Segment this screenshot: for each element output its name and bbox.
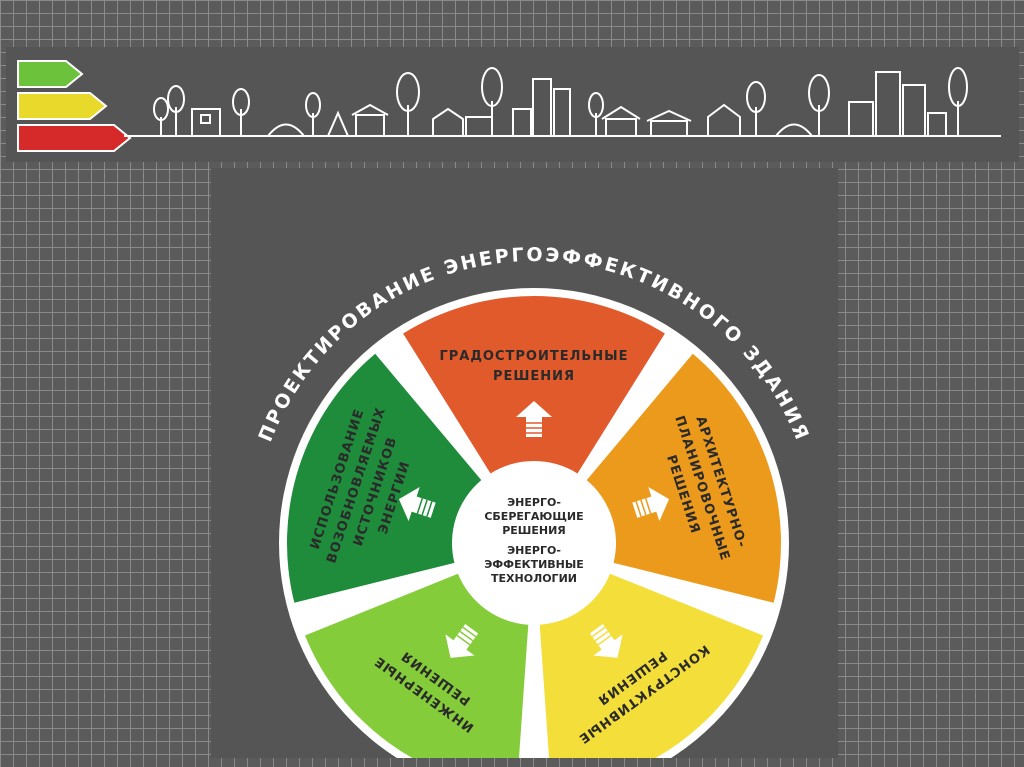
arrow-icon bbox=[632, 486, 670, 522]
arrow-icon bbox=[589, 624, 623, 658]
sector-arrows bbox=[398, 401, 670, 658]
energy-efficiency-diagram: ГРАДОСТРОИТЕЛЬНЫЕРЕШЕНИЯАРХИТЕКТУРНО-ПЛА… bbox=[255, 244, 811, 758]
house-icon bbox=[191, 103, 947, 137]
building-icon bbox=[512, 71, 926, 137]
banner-graphic bbox=[17, 60, 1001, 152]
sector-structural bbox=[539, 573, 764, 758]
tree-icon bbox=[153, 67, 968, 136]
arrow-icon bbox=[398, 486, 436, 522]
header-banner bbox=[6, 47, 1019, 162]
energy-bar-1 bbox=[17, 60, 84, 88]
energy-rating-bars bbox=[17, 60, 132, 152]
center-label-line: ЭНЕРГО- bbox=[507, 544, 561, 557]
center-labels: ЭНЕРГО-СБЕРЕГАЮЩИЕРЕШЕНИЯЭНЕРГО-ЭФФЕКТИВ… bbox=[484, 496, 584, 585]
center-label-line: ТЕХНОЛОГИИ bbox=[491, 572, 577, 585]
sector-urban bbox=[403, 296, 665, 474]
sector-renewable bbox=[287, 353, 482, 603]
center-label-line: РЕШЕНИЯ bbox=[502, 524, 566, 537]
center-label-line: СБЕРЕГАЮЩИЕ bbox=[484, 510, 583, 523]
center-hub bbox=[454, 463, 614, 623]
arrow-icon bbox=[516, 401, 552, 437]
skyline-illustration bbox=[124, 67, 1001, 137]
sector-architectural bbox=[586, 353, 781, 603]
energy-bar-3 bbox=[17, 124, 132, 152]
sector-label-line: ГРАДОСТРОИТЕЛЬНЫЕ bbox=[439, 349, 628, 364]
energy-bar-2 bbox=[17, 92, 108, 120]
arrow-icon bbox=[445, 624, 479, 658]
sector-label-urban: ГРАДОСТРОИТЕЛЬНЫЕ РЕШЕНИЯ bbox=[439, 349, 628, 384]
center-label-line: ЭФФЕКТИВНЫЕ bbox=[484, 558, 584, 571]
center-label-line: ЭНЕРГО- bbox=[507, 496, 561, 509]
sector-wedges bbox=[287, 296, 781, 758]
sector-engineering bbox=[304, 573, 529, 758]
sector-label-line: РЕШЕНИЯ bbox=[493, 369, 575, 384]
